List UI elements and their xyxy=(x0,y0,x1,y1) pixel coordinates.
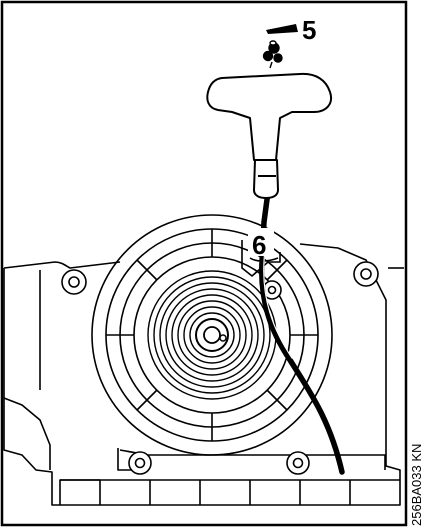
callout-5-pointer xyxy=(266,24,298,34)
callout-6: 6 xyxy=(252,230,266,260)
rope-rotor xyxy=(91,214,333,456)
callout-6-bg xyxy=(248,228,274,256)
callout-5: 5 xyxy=(302,15,316,45)
starter-housing xyxy=(3,243,404,506)
rope-highlight xyxy=(263,229,293,359)
starter-t-handle xyxy=(206,72,332,199)
mounting-bosses xyxy=(61,261,379,475)
figure-code: 256BA033 KN xyxy=(409,444,424,526)
rope-knot xyxy=(262,40,283,69)
figure-frame xyxy=(0,0,408,527)
rewind-spring xyxy=(147,270,277,400)
starter-rope xyxy=(259,189,345,475)
